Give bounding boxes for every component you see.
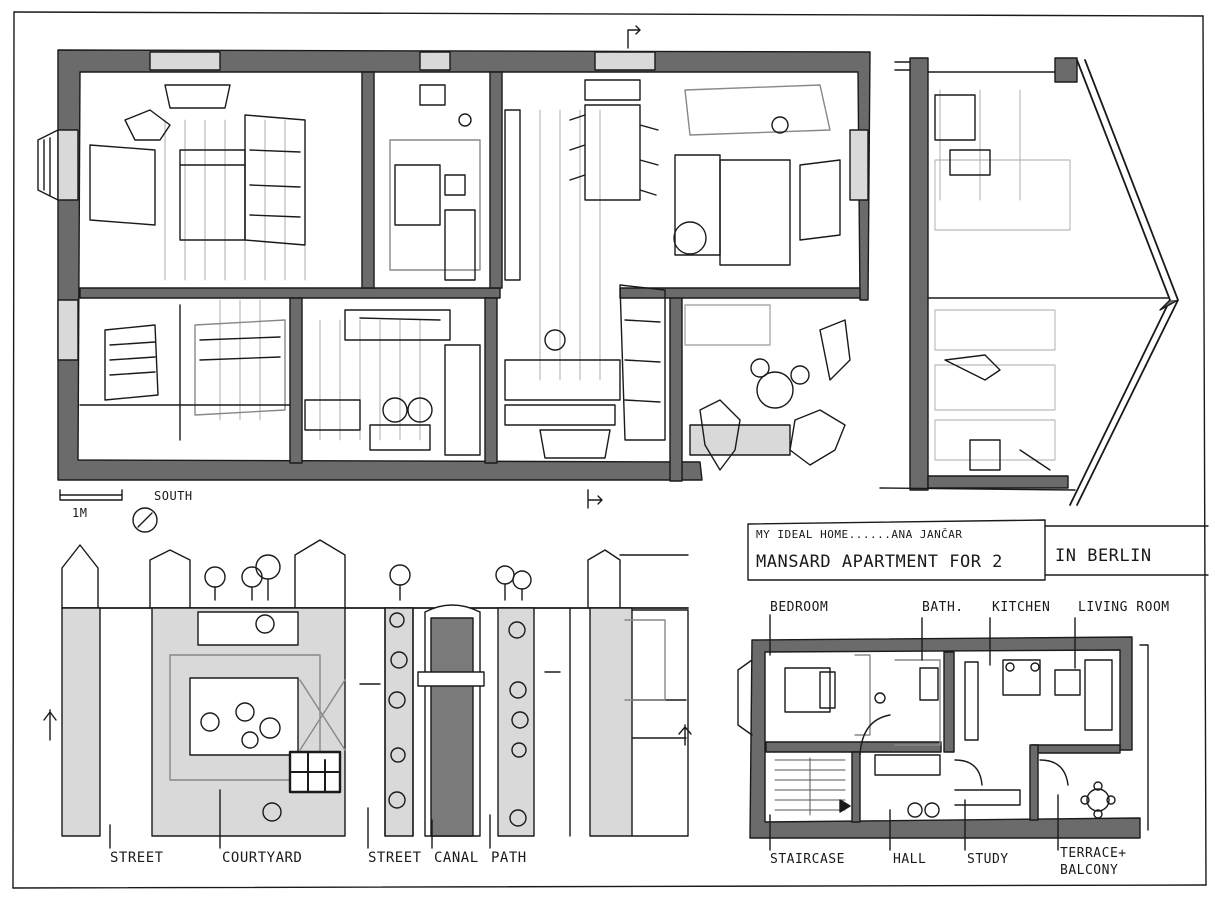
- project-title: MANSARD APARTMENT FOR 2: [756, 552, 1003, 572]
- label-balcony: BALCONY: [1060, 863, 1119, 878]
- label-study: STUDY: [967, 852, 1009, 867]
- title-block-frame: [747, 519, 1209, 581]
- label-bedroom: BEDROOM: [770, 600, 829, 615]
- label-kitchen: KITCHEN: [992, 600, 1051, 615]
- orientation-label: SOUTH: [154, 489, 193, 503]
- section-view: [879, 57, 1179, 506]
- label-staircase: STAIRCASE: [770, 852, 845, 867]
- axonometric-plan: [37, 25, 871, 509]
- label-bath: BATH.: [922, 600, 964, 615]
- site-plan: [43, 539, 692, 849]
- location-title: IN BERLIN: [1055, 546, 1152, 566]
- scale-label: 1M: [72, 506, 88, 520]
- sheet-border: [12, 11, 1207, 889]
- author-title: MY IDEAL HOME......ANA JANČAR: [756, 528, 963, 541]
- label-street-right: STREET: [368, 850, 422, 866]
- label-living-room: LIVING ROOM: [1078, 600, 1170, 615]
- label-terrace: TERRACE+: [1060, 846, 1127, 861]
- label-hall: HALL: [893, 852, 927, 867]
- scale-bar: [59, 489, 158, 533]
- label-path: PATH: [491, 850, 527, 866]
- label-courtyard: COURTYARD: [222, 850, 303, 866]
- label-street-left: STREET: [110, 850, 164, 866]
- floor-plan: [737, 614, 1149, 851]
- label-canal: CANAL: [434, 850, 479, 866]
